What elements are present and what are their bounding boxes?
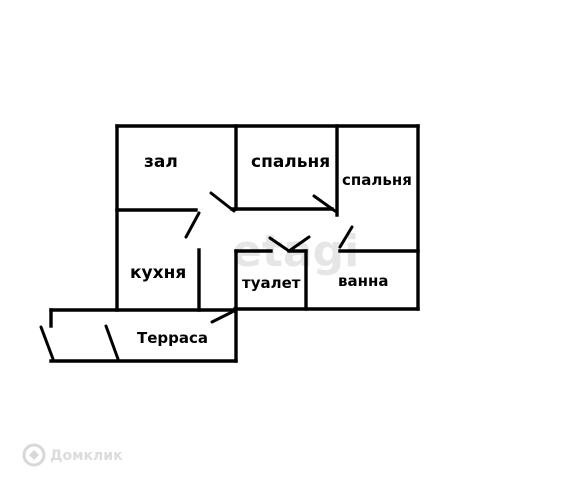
door-bedroom-1 xyxy=(312,194,337,213)
door-terrace-inner xyxy=(104,324,120,361)
label-bedroom-1: спальня xyxy=(251,152,330,172)
label-zal: зал xyxy=(144,152,178,172)
door-bathroom xyxy=(287,235,311,253)
room-labels: зал спальня спальня кухня туалет ванна Т… xyxy=(130,152,412,347)
door-zal xyxy=(209,191,236,213)
label-bathroom: ванна xyxy=(338,272,388,290)
label-kitchen: кухня xyxy=(130,263,186,283)
domclick-logo-icon xyxy=(22,443,46,467)
exterior-walls xyxy=(49,124,420,363)
label-toilet: туалет xyxy=(242,274,301,292)
door-bedroom-2 xyxy=(338,225,354,249)
door-terrace xyxy=(210,308,238,324)
label-terrace: Терраса xyxy=(137,329,208,347)
door-toilet xyxy=(268,236,291,253)
doors xyxy=(39,191,354,361)
label-bedroom-2: спальня xyxy=(342,171,412,189)
interior-walls xyxy=(115,124,420,312)
door-terrace-outer xyxy=(39,325,55,361)
watermark-corner-text: Домклик xyxy=(50,448,123,464)
door-kitchen xyxy=(184,211,201,239)
watermark-corner: Домклик xyxy=(22,443,123,467)
